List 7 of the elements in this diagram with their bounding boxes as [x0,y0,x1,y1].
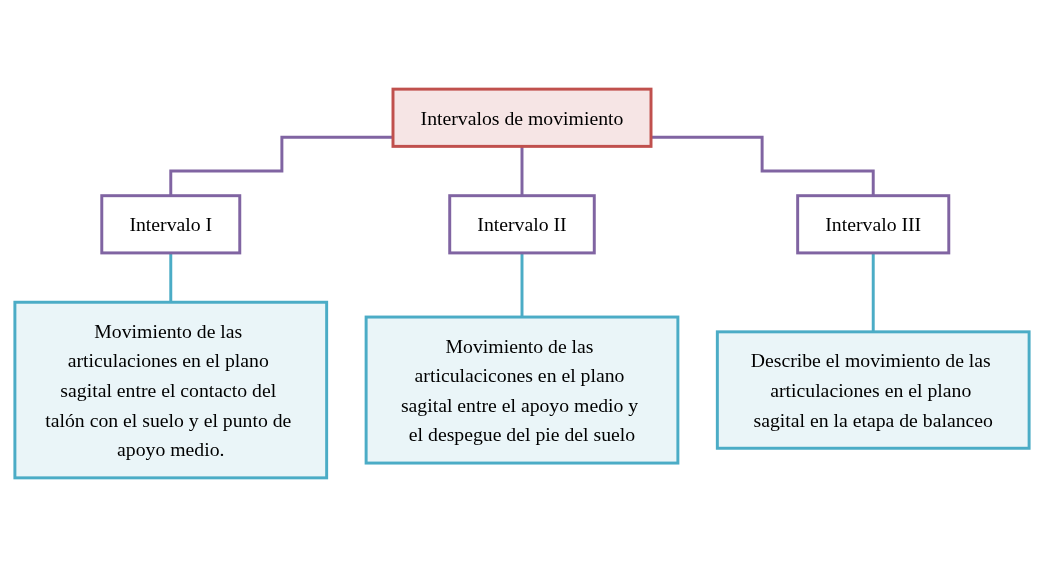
node-box: Intervalo II [448,194,596,255]
node-box: Movimiento de las articulacicones en el plano sagital entre el apoyo medio y el despegue del pie del suelo [364,315,680,465]
node-box: Describe el movimiento de las articulaciones en el plano sagital en la etapa de balanceo [715,330,1031,450]
node-box: Movimiento de las articulaciones en el plano sagital entre el contacto del talón con el suelo y el punto de apoyo medio. [13,300,329,480]
node-box: Intervalo I [100,194,242,255]
node-box: Intervalo III [796,194,951,255]
node-box: Intervalos de movimiento [391,87,653,148]
